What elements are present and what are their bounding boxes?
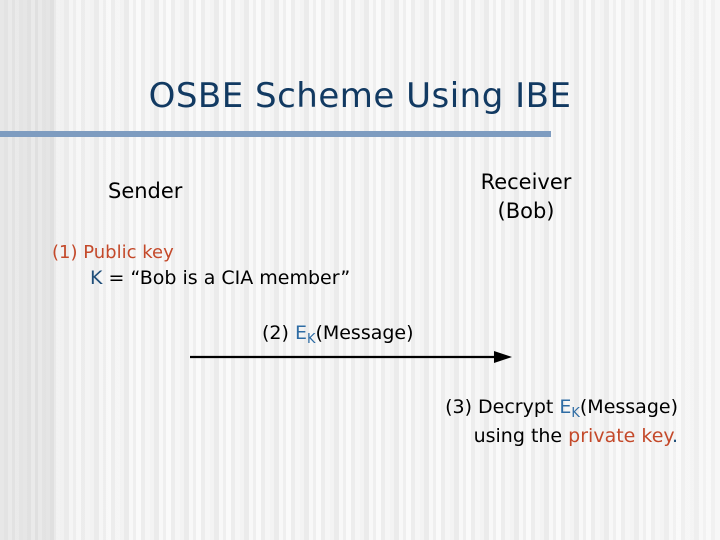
step-2-number: (2) xyxy=(262,322,295,344)
role-label-sender: Sender xyxy=(108,179,183,203)
step-3-cipher-argument: (Message) xyxy=(579,396,678,418)
step-3-label: (3) Decrypt EK(Message) using the privat… xyxy=(398,394,678,449)
slide-title: OSBE Scheme Using IBE xyxy=(148,76,572,116)
step-3-line-1: (3) Decrypt EK(Message) xyxy=(445,396,678,421)
public-key-value: = “Bob is a CIA member” xyxy=(102,267,351,289)
receiver-name: Receiver xyxy=(480,170,572,194)
step-1-label: (1) Public key xyxy=(52,242,174,263)
cipher-subscript: K xyxy=(571,405,580,421)
step-3-using-prefix: using the xyxy=(473,425,569,447)
message-flow-arrow xyxy=(190,351,512,363)
cipher-subscript: K xyxy=(306,331,316,347)
cipher-base: E xyxy=(294,322,307,344)
cipher-base: E xyxy=(559,396,572,418)
step-2-cipher-argument: (Message) xyxy=(315,322,414,344)
role-label-receiver: Receiver (Bob) xyxy=(404,168,648,226)
step-2-cipher-symbol: EK xyxy=(294,322,316,347)
step-1-detail: K = “Bob is a CIA member” xyxy=(90,265,350,291)
arrow-head xyxy=(494,351,512,363)
private-key-highlight: private key xyxy=(568,425,672,447)
receiver-alias: (Bob) xyxy=(497,199,555,223)
step-3-period: . xyxy=(671,425,678,447)
step-3-cipher-symbol: EK xyxy=(559,396,580,421)
step-3-prefix: (3) Decrypt xyxy=(445,396,560,418)
step-2-label: (2) EK(Message) xyxy=(262,320,414,349)
title-divider-rule xyxy=(0,131,551,137)
step-3-line-2: using the private key. xyxy=(398,423,678,449)
public-key-symbol: K xyxy=(90,267,103,289)
